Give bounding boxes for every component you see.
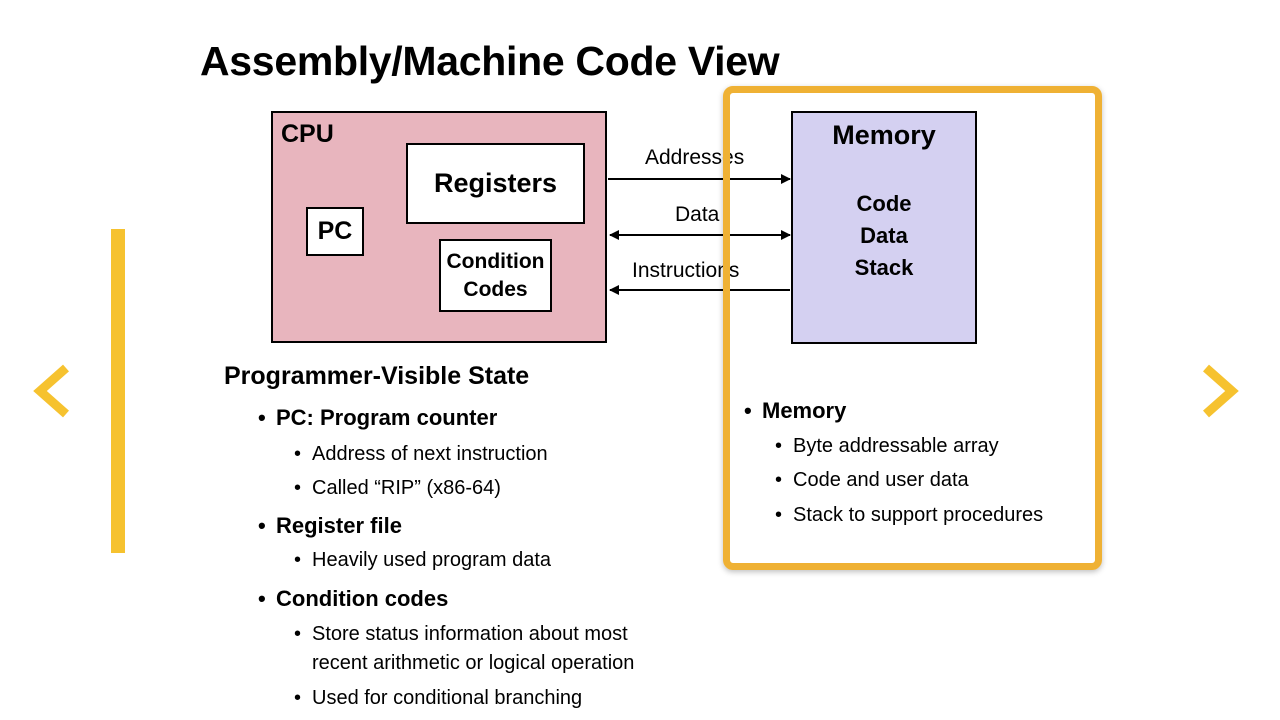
bullet-cc-sub1: •Store status information about most rec… bbox=[294, 623, 635, 674]
memory-notes-heading: Memory bbox=[762, 398, 847, 423]
memory-item-code: Code bbox=[856, 191, 912, 216]
condition-codes-heading: Condition codes bbox=[276, 586, 449, 611]
registers-label: Registers bbox=[433, 168, 558, 198]
data-label: Data bbox=[675, 203, 720, 226]
bullet-pc: •PC: Program counter bbox=[258, 405, 498, 430]
memory-block bbox=[791, 111, 977, 344]
bullet-condition-codes: •Condition codes bbox=[258, 586, 449, 611]
condition-codes-label-line1: Condition bbox=[446, 249, 545, 273]
instructions-label: Instructions bbox=[632, 259, 740, 282]
programmer-state-heading: Programmer-Visible State bbox=[224, 362, 530, 390]
chevron-left-icon bbox=[33, 364, 69, 418]
memory-highlight-box bbox=[723, 86, 1102, 570]
cpu-label: CPU bbox=[281, 120, 334, 148]
memory-label: Memory bbox=[832, 120, 936, 150]
pc-box: PC bbox=[306, 207, 364, 256]
register-file-heading: Register file bbox=[276, 513, 402, 538]
registers-box: Registers bbox=[406, 143, 585, 224]
next-slide-button[interactable] bbox=[1190, 360, 1250, 420]
addresses-label: Addresses bbox=[645, 146, 745, 169]
bullet-memory-sub3: •Stack to support procedures bbox=[775, 504, 1044, 526]
pc-heading: PC: Program counter bbox=[276, 405, 498, 430]
bullet-memory-sub2: •Code and user data bbox=[775, 469, 969, 491]
memory-contents: Code Data Stack bbox=[791, 188, 977, 284]
bullet-memory-sub1: •Byte addressable array bbox=[775, 435, 999, 457]
slide-title: Assembly/Machine Code View bbox=[200, 38, 780, 84]
chevron-right-icon bbox=[1203, 364, 1239, 418]
bullet-register-file: •Register file bbox=[258, 513, 402, 538]
bullet-cc-sub2: •Used for conditional branching bbox=[294, 687, 583, 709]
pc-label: PC bbox=[317, 217, 353, 245]
bullet-pc-sub2: •Called “RIP” (x86-64) bbox=[294, 477, 501, 499]
left-accent-bar bbox=[111, 229, 125, 553]
bullet-pc-sub1: •Address of next instruction bbox=[294, 443, 548, 465]
condition-codes-box: Condition Codes bbox=[439, 239, 552, 312]
bullet-memory: •Memory bbox=[744, 398, 847, 423]
condition-codes-label-line2: Codes bbox=[463, 277, 528, 301]
previous-slide-button[interactable] bbox=[26, 360, 86, 420]
memory-item-stack: Stack bbox=[854, 255, 914, 280]
bullet-regfile-sub1: •Heavily used program data bbox=[294, 549, 552, 571]
memory-item-data: Data bbox=[860, 223, 908, 248]
